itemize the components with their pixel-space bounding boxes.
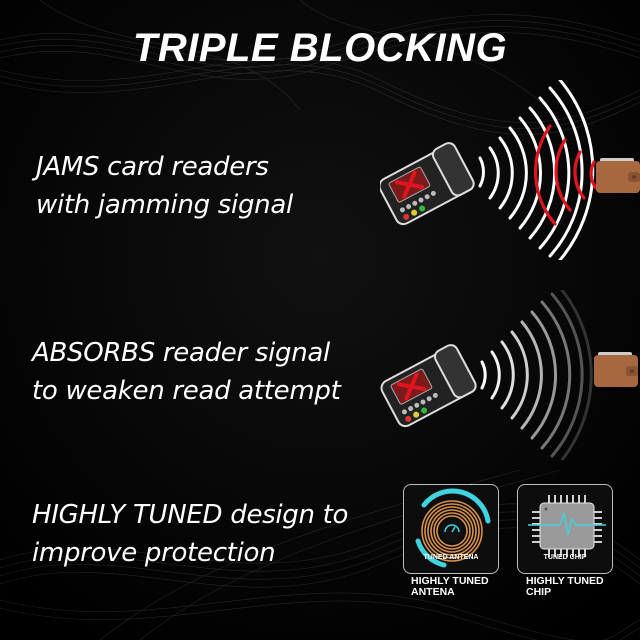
chip-icon (528, 495, 606, 557)
feature-jams-text: JAMS card readers with jamming signal (36, 148, 293, 224)
feature-absorbs-line2: to weaken read attempt (32, 376, 341, 406)
card-reader-jammed-icon (380, 142, 475, 226)
reader-signal-waves (478, 80, 595, 260)
feature-tuned-text: HIGHLY TUNED design to improve protectio… (32, 496, 348, 572)
chip-caption-line2: CHIP (526, 586, 552, 598)
antenna-caption: HIGHLY TUNED ANTENA (411, 576, 489, 598)
weakening-signal-waves (480, 290, 593, 460)
feature-absorbs-line1: ABSORBS reader signal (32, 338, 330, 368)
antenna-caption-line1: HIGHLY TUNED (411, 575, 489, 587)
feature-absorbs-text: ABSORBS reader signal to weaken read att… (32, 334, 341, 410)
tuned-chip-card: TUNED CHIP (517, 484, 613, 574)
jamming-illustration (380, 80, 640, 260)
antenna-inner-label: TUNED ANTENA (423, 554, 479, 561)
wallet-icon (596, 158, 640, 193)
antenna-caption-line2: ANTENA (411, 586, 455, 598)
feature-tuned-line2: improve protection (32, 538, 276, 568)
antenna-coil-icon (415, 488, 491, 568)
feature-jams-line2: with jamming signal (36, 190, 293, 220)
chip-caption-line1: HIGHLY TUNED (526, 575, 604, 587)
feature-jams-line1: JAMS card readers (36, 152, 269, 182)
chip-inner-label: TUNED CHIP (543, 554, 587, 561)
chip-caption: HIGHLY TUNED CHIP (526, 576, 604, 598)
card-reader-blocked-icon (380, 344, 477, 428)
feature-tuned-line1: HIGHLY TUNED design to (32, 500, 349, 530)
absorbing-illustration (380, 290, 638, 460)
jamming-signal-waves (534, 124, 598, 226)
page-title: TRIPLE BLOCKING (132, 26, 508, 70)
wallet-icon (594, 352, 638, 387)
tuned-antenna-card: TUNED ANTENA (403, 484, 499, 574)
